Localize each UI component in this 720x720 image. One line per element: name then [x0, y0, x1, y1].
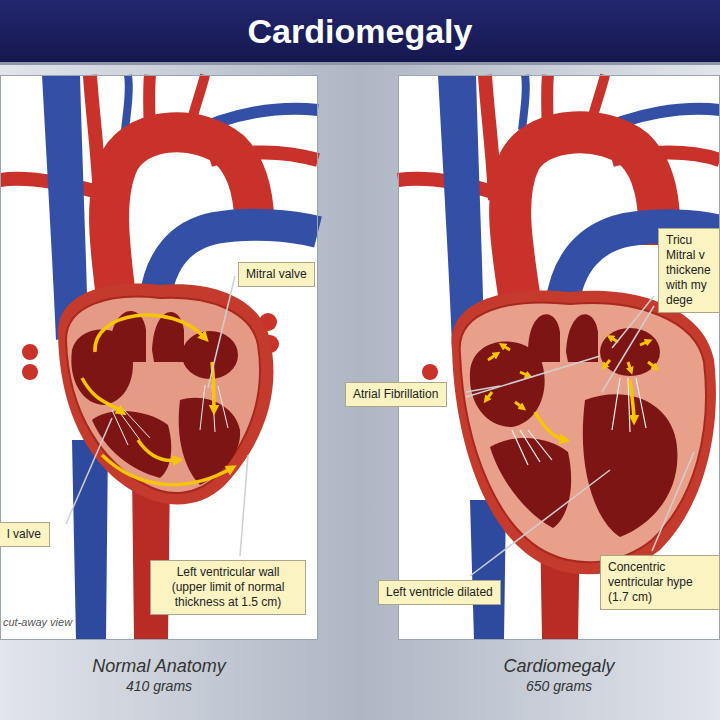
callout-text: Tricu Mitral v thickene with my dege [666, 233, 712, 308]
callout-text: Left ventricular wall (upper limit of no… [158, 565, 298, 610]
callout-box: Concentric ventricular hype (1.7 cm) [600, 555, 720, 610]
callout-text: Atrial Fibrillation [353, 387, 439, 402]
panel-caption: Normal Anatomy410 grams [1, 655, 317, 695]
callout-box: Atrial Fibrillation [345, 382, 447, 407]
panel-caption: Cardiomegaly650 grams [399, 655, 719, 695]
callout-text: l valve [7, 527, 42, 542]
anatomy-panel: Cardiomegaly650 gramsTricu Mitral v thic… [398, 75, 720, 640]
diagram-title: Cardiomegaly [0, 0, 720, 62]
leader-lines [66, 276, 694, 576]
callout-text: Concentric ventricular hype (1.7 cm) [608, 560, 712, 605]
panel-ground [0, 75, 318, 640]
callout-text: Mitral valve [246, 267, 307, 282]
normal-heart [0, 75, 318, 640]
caption-weight: 650 grams [399, 677, 719, 695]
title-bar [0, 0, 720, 62]
caption-title: Normal Anatomy [1, 655, 317, 677]
panel-ground [398, 75, 720, 640]
title-bar-edge [0, 62, 720, 65]
callout-text: Left ventricle dilated [386, 585, 493, 600]
caption-title: Cardiomegaly [399, 655, 719, 677]
callout-box: Mitral valve [238, 262, 315, 287]
caption-weight: 410 grams [1, 677, 317, 695]
callout-box: l valve [0, 522, 50, 547]
callout-box: Left ventricle dilated [378, 580, 501, 605]
anatomy-panel: Normal Anatomy410 gramsMitral valvel val… [0, 75, 318, 640]
callout-box: Tricu Mitral v thickene with my dege [658, 228, 720, 313]
callout-box: Left ventricular wall (upper limit of no… [150, 560, 306, 615]
enlarged-heart [398, 75, 720, 640]
view-note: cut-away view [3, 616, 72, 628]
